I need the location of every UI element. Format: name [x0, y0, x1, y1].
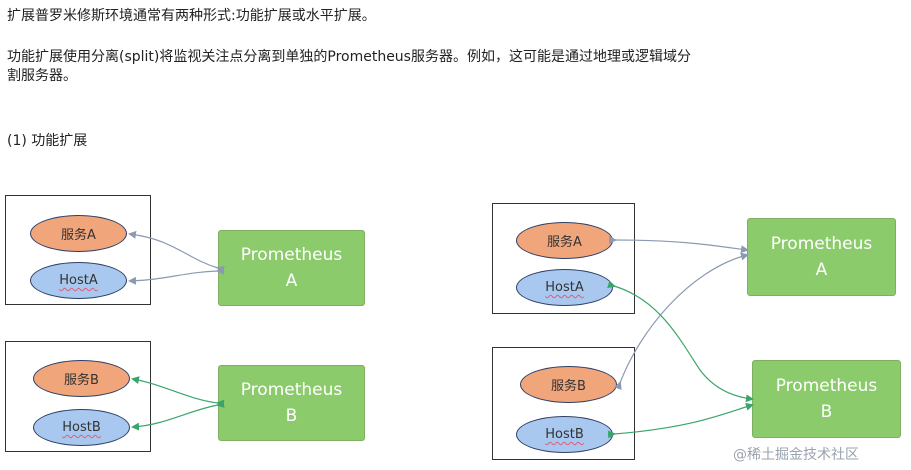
prometheus-a-name-right: Prometheus: [770, 234, 873, 254]
intro-line: 扩展普罗米修斯环境通常有两种形式:功能扩展或水平扩展。: [7, 8, 376, 24]
prometheus-b-id-right: B: [820, 402, 833, 422]
prometheus-a-name: Prometheus: [240, 245, 343, 265]
prometheus-b-name: Prometheus: [240, 380, 343, 400]
service-b-label-right: 服务B: [551, 379, 586, 394]
prometheus-b-name-right: Prometheus: [775, 376, 878, 396]
description-line: 功能扩展使用分离(split)将监视关注点分离到单独的Prometheus服务器…: [7, 49, 691, 65]
prometheus-b-node-right: Prometheus B: [752, 360, 901, 438]
description-line-continued: 割服务器。: [7, 68, 77, 84]
arrow-service-b-to-prometheus-b: [131, 376, 225, 408]
host-b-node: HostB: [33, 409, 130, 446]
prometheus-a-node-right: Prometheus A: [747, 218, 896, 296]
arrow-host-a-right-to-prometheus-b: [607, 280, 754, 403]
service-b-node-right: 服务B: [520, 366, 617, 403]
host-b-label: HostB: [62, 420, 101, 435]
arrow-service-a-right-to-prometheus-a: [608, 235, 749, 254]
service-a-node: 服务A: [30, 215, 127, 252]
prometheus-a-id: A: [285, 271, 298, 291]
prometheus-a-id-right: A: [815, 260, 828, 280]
service-a-node-right: 服务A: [516, 222, 613, 259]
watermark: @稀土掘金技术社区: [733, 447, 859, 463]
section-heading: (1) 功能扩展: [7, 133, 88, 149]
host-a-label-right: HostA: [545, 280, 584, 295]
prometheus-a-node: Prometheus A: [218, 230, 365, 306]
prometheus-b-id: B: [285, 406, 298, 426]
arrow-host-b-right-to-prometheus-b: [607, 402, 754, 439]
host-b-node-right: HostB: [516, 416, 613, 453]
host-a-node: HostA: [30, 262, 127, 299]
arrow-host-a-to-prometheus-a: [128, 266, 225, 285]
host-a-label: HostA: [59, 273, 98, 288]
service-b-node: 服务B: [33, 360, 130, 397]
service-a-label: 服务A: [61, 228, 96, 243]
arrow-service-a-to-prometheus-a: [128, 230, 225, 274]
host-a-node-right: HostA: [516, 269, 613, 306]
prometheus-b-node: Prometheus B: [218, 365, 365, 441]
service-a-label-right: 服务A: [547, 235, 582, 250]
arrow-host-b-to-prometheus-b: [131, 400, 225, 431]
arrow-service-b-right-to-prometheus-a: [614, 252, 749, 391]
service-b-label: 服务B: [64, 373, 99, 388]
host-b-label-right: HostB: [545, 427, 584, 442]
